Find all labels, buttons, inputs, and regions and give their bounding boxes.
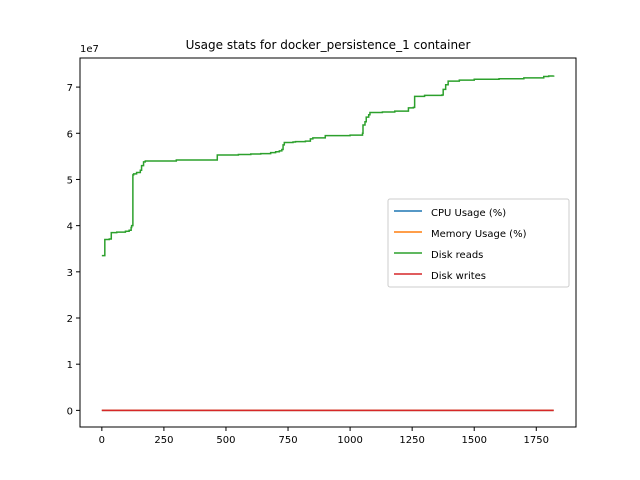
legend-entry-label: Disk writes (431, 271, 486, 282)
plot-lines (101, 75, 555, 412)
y-tick-label: 6 (67, 129, 73, 140)
legend-box (387, 198, 570, 288)
legend: CPU Usage (%) Memory Usage (%) Disk readsD… (387, 198, 570, 288)
x-tick-label: 1250 (399, 435, 424, 446)
ticks-layer: 0 250 500 750 1000 1250 1500 1750 0 1 2 3 4 5 6 7 (67, 83, 549, 446)
legend-entry-label: Memory Usage (%) (431, 229, 527, 240)
y-tick-label: 4 (67, 222, 73, 233)
y-tick-label: 1 (67, 360, 73, 371)
x-tick-label: 500 (216, 435, 235, 446)
y-tick-label: 7 (67, 83, 73, 94)
x-tick-label: 250 (154, 435, 173, 446)
series-line-disk-reads (101, 75, 555, 257)
x-tick-label: 1000 (337, 435, 362, 446)
legend-entry-label: CPU Usage (%) (431, 208, 506, 219)
x-tick-label: 750 (278, 435, 297, 446)
y-tick-label: 3 (67, 268, 73, 279)
y-tick-label: 2 (67, 314, 73, 325)
legend-entry-label: Disk reads (431, 250, 483, 261)
x-tick-label: 1750 (524, 435, 549, 446)
y-tick-label: 5 (67, 175, 73, 186)
x-tick-label: 1500 (461, 435, 486, 446)
y-offset-label: 1e7 (80, 44, 99, 55)
chart-title: Usage stats for docker_persistence_1 con… (186, 38, 471, 52)
y-tick-label: 0 (67, 406, 73, 417)
x-tick-label: 0 (99, 435, 105, 446)
plot-area-frame (79, 57, 577, 428)
